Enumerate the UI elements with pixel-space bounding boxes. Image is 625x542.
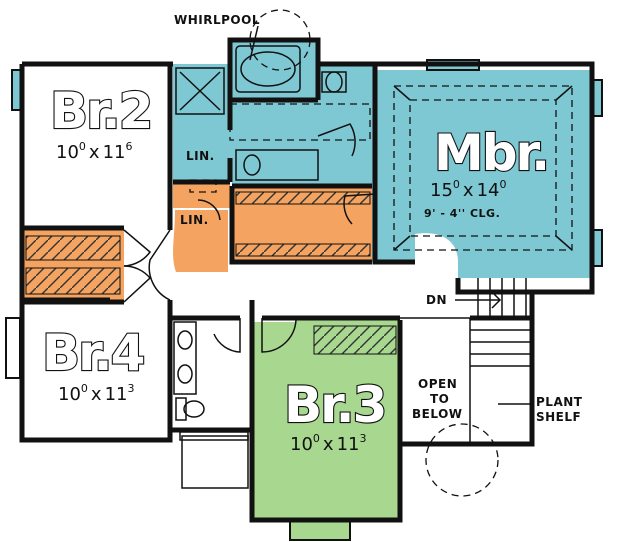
master-sink — [243, 154, 261, 176]
window-br4 — [5, 317, 21, 379]
room-name-br3: Br.3 — [284, 376, 385, 434]
linen-label-lower: LIN. — [180, 213, 209, 227]
door-swing-mbr — [343, 193, 376, 225]
linen-closet-upper-fill — [173, 182, 230, 208]
whirlpool-leader — [249, 25, 259, 61]
door-swing-br2 — [123, 229, 152, 267]
toilet-bowl — [325, 71, 343, 93]
interior-walls — [22, 64, 415, 444]
staircase — [455, 278, 532, 444]
door-swing-br3 — [261, 318, 297, 353]
door-swing-hallbath — [213, 318, 241, 353]
linen-closet-lower-fill — [173, 210, 228, 272]
br3-fill — [252, 318, 400, 520]
linen-shelf — [189, 179, 217, 193]
tray-corner-3 — [393, 235, 411, 251]
master-bath-cabinets — [229, 103, 371, 141]
hall-sink-1 — [177, 330, 193, 350]
tray-corner-1 — [393, 85, 411, 101]
tray-ceiling-outer — [393, 85, 573, 251]
plant-shelf-label-1: PLANT — [536, 395, 583, 409]
plant-shelf-label-2: SHELF — [536, 410, 581, 424]
tray-corner-4 — [555, 235, 573, 251]
door-swing-bath — [317, 123, 356, 157]
br2-shelf-bottom — [25, 267, 121, 295]
bath-walls — [227, 64, 321, 182]
walk-in-shelf-bottom — [235, 243, 371, 257]
door-swing-br4 — [123, 265, 152, 303]
whirlpool-basin — [240, 51, 296, 87]
br2-shelf-top — [25, 235, 121, 261]
whirlpool-label: WHIRLPOOL — [174, 13, 260, 27]
hall-toilet-tank — [175, 397, 187, 421]
door-swing-hall — [148, 229, 171, 301]
open-below-label-2: TO — [430, 392, 449, 406]
open-below-bay — [425, 423, 499, 497]
master-vanity — [235, 149, 319, 181]
linen-label-upper: LIN. — [186, 149, 215, 163]
whirlpool-hood — [249, 9, 311, 71]
shower-stall — [175, 67, 225, 115]
stair-walls — [455, 278, 532, 321]
hall-toilet-bowl — [183, 400, 205, 418]
hall-bathtub-inner — [181, 435, 249, 489]
down-label: DN — [426, 293, 447, 307]
window-br3-bay — [289, 519, 351, 541]
tray-corner-2 — [555, 85, 573, 101]
hall-bath-vanity — [173, 321, 197, 395]
walk-in-shelf-top — [235, 191, 371, 205]
room-name-mbr: Mbr. — [434, 124, 548, 182]
shower-x2 — [179, 71, 221, 111]
open-below-label-3: BELOW — [412, 407, 463, 421]
room-name-br4: Br.4 — [42, 324, 144, 382]
room-name-br2: Br.2 — [50, 82, 151, 140]
whirlpool-tub — [235, 45, 301, 93]
tray-ceiling-inner — [409, 99, 557, 237]
open-below-label-1: OPEN — [418, 377, 457, 391]
door-swing-linen — [197, 199, 221, 221]
br3-shelf — [313, 325, 397, 355]
hall-sink-2 — [177, 364, 193, 384]
mbr-ceiling-label: 9' - 4'' CLG. — [424, 207, 500, 220]
